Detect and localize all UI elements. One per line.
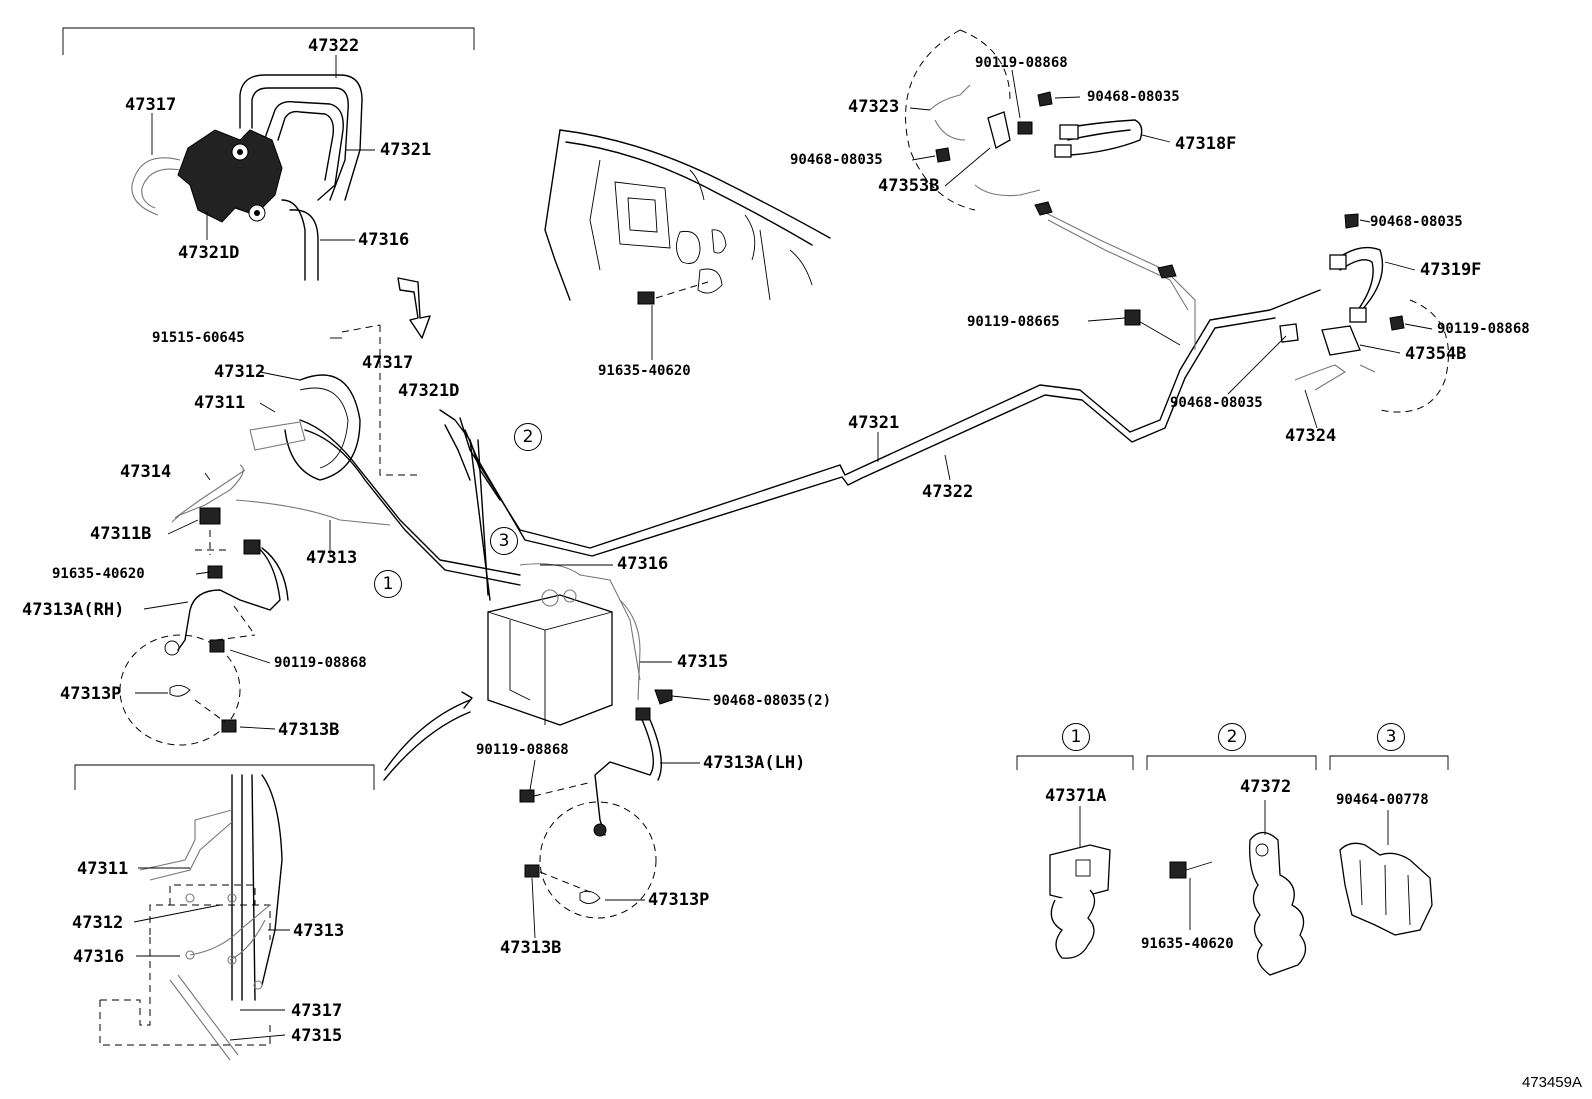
label-47311B: 47311B (90, 524, 152, 544)
label-47322-center: 47322 (922, 482, 974, 502)
label-90119-08868-tr2: 90119-08868 (1437, 321, 1530, 337)
lh-flex-hose (519, 707, 663, 919)
callout-3-legend: 3 (1377, 723, 1405, 751)
label-47311-mid: 47311 (194, 393, 246, 413)
label-90119-08868-tr1: 90119-08868 (975, 55, 1068, 71)
callout-1-legend: 1 (1062, 723, 1090, 751)
body-panel (544, 129, 831, 360)
label-47353B: 47353B (878, 176, 940, 196)
label-47322-top: 47322 (308, 36, 360, 56)
label-90468-08035-tr4: 90468-08035 (1170, 395, 1263, 411)
label-47313-mid: 47313 (306, 548, 358, 568)
label-47313A-LH: 47313A(LH) (703, 753, 806, 773)
label-90464-00778: 90464-00778 (1336, 792, 1429, 808)
clamp-legend (1016, 755, 1449, 976)
label-90468-08035-tr3: 90468-08035 (1370, 214, 1463, 230)
label-91635-40620-clamp: 91635-40620 (1141, 936, 1234, 952)
callout-2-legend: 2 (1218, 723, 1246, 751)
bottom-inset (74, 764, 375, 1061)
label-47317-inset: 47317 (291, 1001, 343, 1021)
label-47318F: 47318F (1175, 134, 1237, 154)
label-90119-08665: 90119-08665 (967, 314, 1060, 330)
label-47312-mid: 47312 (214, 362, 266, 382)
label-47317-top: 47317 (125, 95, 177, 115)
brake-lines (174, 184, 1321, 681)
callout-1-main: 1 (374, 570, 402, 598)
label-91635-40620-left: 91635-40620 (52, 566, 145, 582)
label-47354B: 47354B (1405, 344, 1467, 364)
label-47372: 47372 (1240, 777, 1292, 797)
label-47311-inset: 47311 (77, 859, 129, 879)
label-47321D-mid: 47321D (398, 381, 460, 401)
label-91515-60645: 91515-60645 (152, 330, 245, 346)
label-90468-08035-tr2: 90468-08035 (790, 152, 883, 168)
label-47371A: 47371A (1045, 786, 1107, 806)
label-47321-center: 47321 (848, 413, 900, 433)
label-90119-08868-left: 90119-08868 (274, 655, 367, 671)
reservoir-box (487, 589, 613, 726)
callout-3-main: 3 (490, 527, 518, 555)
rear-hose-47318F (905, 29, 1181, 346)
label-47323: 47323 (848, 97, 900, 117)
label-47313B-lh: 47313B (500, 938, 562, 958)
label-47315-inset: 47315 (291, 1026, 343, 1046)
label-47317-mid: 47317 (362, 353, 414, 373)
valve-inset (62, 27, 475, 281)
label-47314: 47314 (120, 462, 172, 482)
label-47321-top: 47321 (380, 140, 432, 160)
diagram-id: 473459A (1521, 1074, 1582, 1091)
callout-2-main: 2 (514, 423, 542, 451)
label-47313-inset: 47313 (293, 921, 345, 941)
label-47313B-left: 47313B (278, 720, 340, 740)
label-47316-top: 47316 (358, 230, 410, 250)
label-47313A-RH: 47313A(RH) (22, 600, 125, 620)
label-90468-08035-tr1: 90468-08035 (1087, 89, 1180, 105)
rh-flex-hose (119, 507, 289, 746)
label-47315-center: 47315 (677, 652, 729, 672)
label-47316-center: 47316 (617, 554, 669, 574)
label-47313P-lh: 47313P (648, 890, 710, 910)
rear-hose-47319F (1279, 213, 1449, 413)
label-91635-40620-center: 91635-40620 (598, 363, 691, 379)
label-47319F: 47319F (1420, 260, 1482, 280)
label-47313P-left: 47313P (60, 684, 122, 704)
label-47316-inset: 47316 (73, 947, 125, 967)
leader-lines (135, 69, 1433, 939)
label-47321D-top: 47321D (178, 243, 240, 263)
label-90468-08035-2: 90468-08035(2) (713, 693, 832, 709)
tube-47314 (171, 464, 244, 523)
label-90119-08868-lh: 90119-08868 (476, 742, 569, 758)
label-47312-inset: 47312 (72, 913, 124, 933)
label-47324: 47324 (1285, 426, 1337, 446)
